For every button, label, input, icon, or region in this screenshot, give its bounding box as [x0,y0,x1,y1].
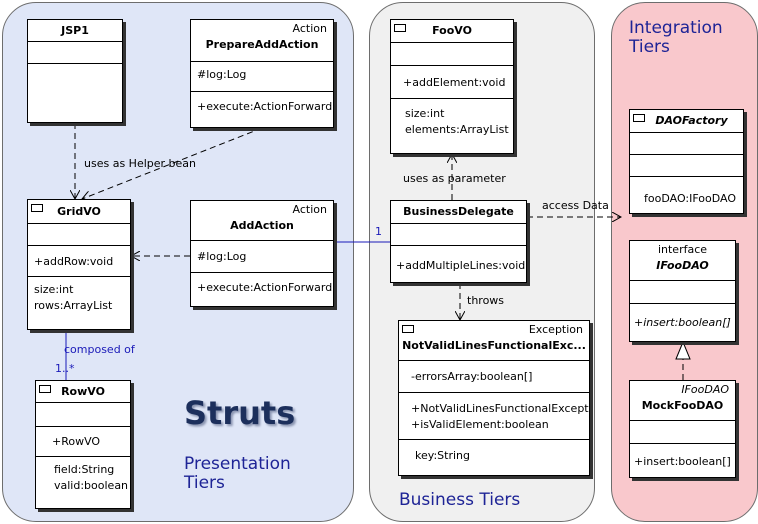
package-icon [402,325,414,333]
gridvo-class[interactable]: GridVO +addRow:void size:int rows:ArrayL… [27,199,131,330]
realization-mock-ifoodao [675,340,691,380]
mockfoodao-class[interactable]: IFooDAO MockFooDAO +insert:boolean[] [629,380,736,478]
composed-of-label: composed of [64,343,135,356]
class-name: JSP1 [61,24,89,37]
operation: +insert:boolean[] [634,455,731,468]
operation: +addMultipleLines:void [396,259,526,272]
multiplicity-one-label: 1 [375,225,382,238]
presentation-tier-label: Presentation Tiers [184,454,291,493]
stereotype: Action [292,203,327,216]
class-name: PrepareAddAction [205,38,319,51]
multiplicity-many-label: 1..* [55,362,75,375]
stereotype: interface [657,243,708,256]
prepare-add-action-class[interactable]: Action PrepareAddAction #log:Log +execut… [190,19,334,128]
throws-label: throws [467,294,505,307]
operation: +addRow:void [28,246,130,277]
jsp1-class[interactable]: JSP1 [27,19,123,123]
uses-helper-label: uses as Helper bean [84,157,196,170]
rowvo-class[interactable]: RowVO +RowVO field:String valid:boolean [35,380,131,509]
operation: +execute:ActionForward [197,281,333,294]
integration-tier-label: Integration Tiers [629,18,723,57]
class-name: GridVO [57,205,101,218]
operation: +NotValidLinesFunctionalExcept [411,402,589,415]
stereotype: IFooDAO [681,383,729,396]
ifoodao-interface[interactable]: interface IFooDAO +insert:boolean[] [629,240,736,342]
attribute: elements:ArrayList [405,123,509,136]
business-tier-label: Business Tiers [399,490,521,510]
class-name: IFooDAO [656,259,709,272]
class-name: MockFooDAO [641,399,724,412]
class-name: BusinessDelegate [403,205,514,218]
attribute: rows:ArrayList [34,299,113,312]
attribute: size:int [34,283,74,296]
operation: +addElement:void [391,66,513,99]
operation: +execute:ActionForward [197,100,333,113]
package-icon [394,24,406,32]
operation: +insert:boolean[] [634,316,731,329]
dependency-prepare-gridvo [82,127,263,199]
class-name: RowVO [61,385,105,398]
attribute: #log:Log [191,241,333,273]
daofactory-class[interactable]: DAOFactory fooDAO:IFooDAO [629,109,744,214]
class-name: NotValidLinesFunctionalExc... [402,339,586,352]
attribute: -errorsArray:boolean[] [399,361,589,393]
attribute: fooDAO:IFooDAO [644,192,737,205]
attribute: size:int [405,107,445,120]
class-name: FooVO [432,24,472,37]
add-action-class[interactable]: Action AddAction #log:Log +execute:Actio… [190,200,334,307]
exception-class[interactable]: Exception NotValidLinesFunctionalExc... … [398,320,590,476]
foovo-class[interactable]: FooVO +addElement:void size:int elements… [390,19,514,154]
class-name: DAOFactory [655,114,728,127]
operation: +isValidElement:boolean [411,418,549,431]
field: key:String [415,449,470,462]
operation: +RowVO [36,427,130,457]
attribute: field:String [54,463,115,476]
attribute: valid:boolean [54,479,129,492]
package-icon [39,385,51,393]
access-data-label: access Data [542,199,609,212]
class-name: AddAction [230,219,294,232]
business-delegate-class[interactable]: BusinessDelegate +addMultipleLines:void [390,200,527,283]
package-icon [31,204,43,212]
stereotype: Action [292,22,327,35]
uses-parameter-label: uses as parameter [403,172,506,185]
attribute: #log:Log [191,62,333,92]
package-icon [633,114,645,122]
stereotype: Exception [528,323,583,336]
struts-title: Struts [184,394,296,432]
